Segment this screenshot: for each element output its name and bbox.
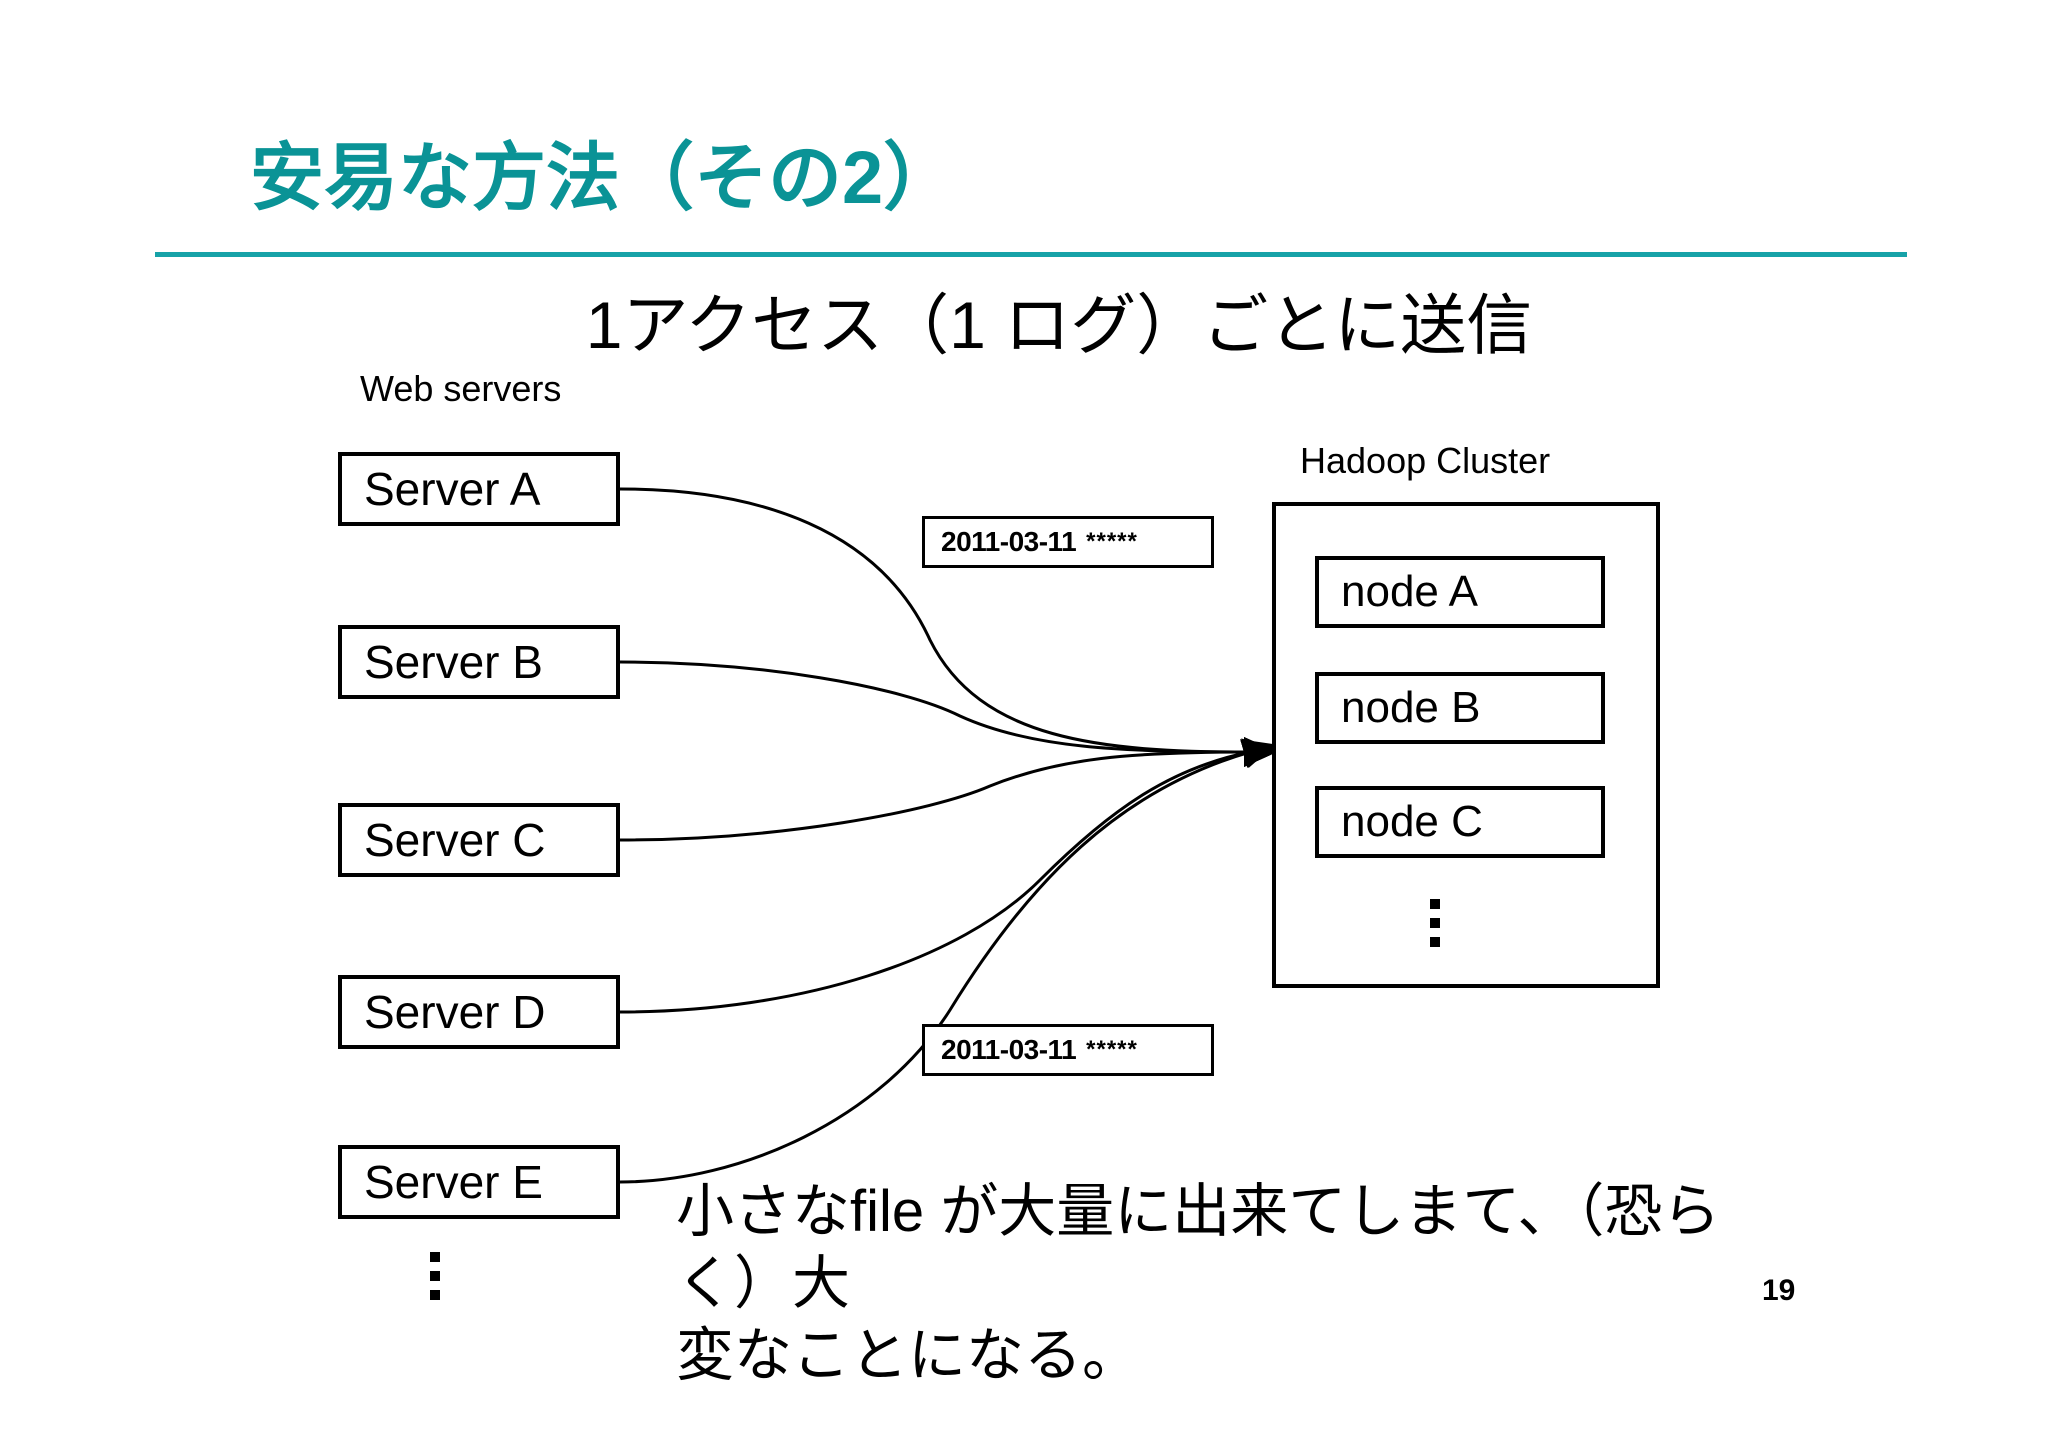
server-box-b[interactable]: Server B <box>338 625 620 699</box>
log-record-box-2: 2011-03-11 ***** <box>922 1024 1214 1076</box>
node-label: node B <box>1341 683 1481 732</box>
server-label: Server A <box>364 463 541 515</box>
server-box-c[interactable]: Server C <box>338 803 620 877</box>
title-divider <box>155 252 1907 257</box>
bottom-note: 小さなfile が大量に出来てしまて、（恐らく）大 変なことになる。 <box>676 1176 1776 1392</box>
node-box-b[interactable]: node B <box>1315 672 1605 744</box>
log-record-masked: ***** <box>1086 528 1138 555</box>
log-record-date: 2011-03-11 <box>941 526 1077 557</box>
node-label: node C <box>1341 797 1483 846</box>
server-label: Server D <box>364 986 546 1038</box>
web-servers-ellipsis-icon <box>430 1243 440 1300</box>
bottom-note-line-1: 小さなfile が大量に出来てしまて、（恐らく）大 <box>676 1179 1721 1316</box>
log-record-box-1: 2011-03-11 ***** <box>922 516 1214 568</box>
server-label: Server E <box>364 1156 543 1208</box>
node-box-c[interactable]: node C <box>1315 786 1605 858</box>
log-record-masked: ***** <box>1086 1036 1138 1063</box>
server-box-e[interactable]: Server E <box>338 1145 620 1219</box>
hadoop-cluster-caption: Hadoop Cluster <box>1300 440 1551 481</box>
node-label: node A <box>1341 567 1479 616</box>
page-title: 安易な方法（その2） <box>250 136 958 219</box>
server-box-d[interactable]: Server D <box>338 975 620 1049</box>
hadoop-nodes-ellipsis-icon <box>1430 890 1440 947</box>
slide-subtitle: 1アクセス（1 ログ）ごとに送信 <box>0 272 2048 368</box>
log-record-date: 2011-03-11 <box>941 1034 1077 1065</box>
page-number: 19 <box>1762 1274 1796 1307</box>
node-box-a[interactable]: node A <box>1315 556 1605 628</box>
server-label: Server C <box>364 814 546 866</box>
server-label: Server B <box>364 636 543 688</box>
web-servers-caption: Web servers <box>360 368 562 409</box>
server-box-a[interactable]: Server A <box>338 452 620 526</box>
slide-subtitle-text: 1アクセス（1 ログ）ごとに送信 <box>585 288 1533 362</box>
bottom-note-line-2: 変なことになる。 <box>676 1322 1141 1388</box>
